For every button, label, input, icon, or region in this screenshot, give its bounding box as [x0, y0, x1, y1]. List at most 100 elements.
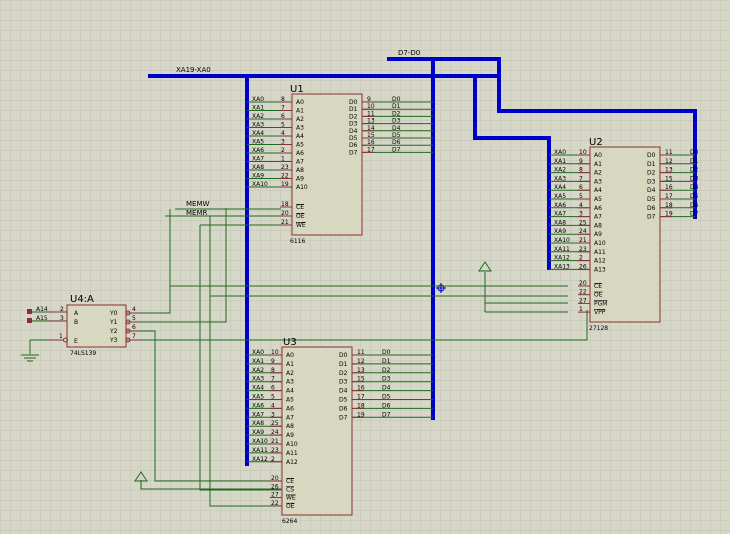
u1-addr-net-label: XA3	[252, 122, 264, 129]
u2-addr-pin-label: A1	[594, 161, 602, 168]
u1-body[interactable]	[291, 93, 363, 236]
u2-ref: U2	[589, 137, 603, 148]
u2-addr-pin-number: 6	[579, 184, 583, 191]
u1-data-pin-label: D5	[349, 135, 358, 142]
u3-data-pin-number: 13	[357, 367, 365, 374]
u1-data-net-label: D0	[392, 96, 401, 103]
u1-addr-pin-label: A6	[296, 150, 304, 157]
u1-addr-net-label: XA0	[252, 96, 264, 103]
u2-data-net-label: D3	[690, 175, 699, 182]
u3-addr-net-label: XA4	[252, 385, 264, 392]
u2-addr-pin-label: A11	[594, 249, 606, 256]
u2-body[interactable]	[589, 146, 661, 323]
u2-ctrl-pin-label: OE	[594, 292, 603, 299]
u3-addr-pin-number: 10	[271, 349, 279, 356]
u2-addr-net-label: XA0	[554, 149, 566, 156]
u2-data-pin-label: D6	[647, 205, 656, 212]
u2-part: 27128	[589, 325, 608, 332]
u1-ctrl-pin-label: CE	[296, 204, 304, 211]
u2-data-pin-number: 19	[665, 211, 673, 218]
u4-body[interactable]	[66, 304, 127, 348]
u4-in-net-0: A14	[36, 306, 48, 313]
u3-addr-pin-label: A6	[286, 405, 294, 412]
u1-addr-net-label: XA7	[252, 156, 264, 163]
u2-addr-pin-number: 10	[579, 149, 587, 156]
u3-addr-pin-number: 25	[271, 420, 279, 427]
u2-addr-net-label: XA3	[554, 175, 566, 182]
u3-body[interactable]	[281, 346, 353, 516]
u3-addr-pin-label: A2	[286, 370, 294, 377]
u2-addr-pin-number: 4	[579, 202, 583, 209]
u2-addr-pin-label: A12	[594, 258, 606, 265]
u4-out-label-2: Y2	[109, 328, 118, 335]
u3-addr-pin-label: A1	[286, 361, 294, 368]
u2-data-net-label: D5	[690, 193, 699, 200]
u1-ctrl-pin-number: 21	[281, 219, 289, 226]
u1-addr-pin-label: A7	[296, 159, 304, 166]
u2-addr-pin-label: A9	[594, 231, 602, 238]
u4-out-label-0: Y0	[109, 310, 118, 317]
u2-ctrl-pin-number: 27	[579, 297, 587, 304]
u4-out-pin-1: 5	[132, 315, 136, 322]
u1-addr-pin-number: 6	[281, 113, 285, 120]
u1-data-pin-number: 10	[367, 103, 375, 110]
u2-addr-net-label: XA2	[554, 167, 566, 174]
address-bus-label: XA19-XA0	[176, 66, 211, 74]
u3-data-pin-label: D6	[339, 405, 348, 412]
data-bus[interactable]	[387, 57, 697, 420]
u1-addr-pin-number: 8	[281, 96, 285, 103]
u4-en-pin: 1	[59, 333, 63, 340]
u4-in-label-0: A	[74, 310, 79, 317]
u4-part: 74LS139	[70, 350, 96, 357]
u3-data-pin-number: 17	[357, 394, 365, 401]
memw-label: MEMW	[186, 200, 210, 208]
u2-ctrl-pin-label: VPP	[594, 309, 606, 316]
u2-addr-pin-number: 7	[579, 175, 583, 182]
u3-data-pin-label: D7	[339, 414, 348, 421]
u1-data-pin-number: 17	[367, 146, 375, 153]
u2-addr-pin-number: 23	[579, 246, 587, 253]
u1-addr-pin-number: 2	[281, 147, 285, 154]
u4-ref: U4:A	[70, 294, 94, 305]
address-bus[interactable]	[148, 74, 551, 466]
u3-addr-net-label: XA5	[252, 394, 264, 401]
u3-addr-pin-label: A3	[286, 379, 294, 386]
u2-data-net-label: D4	[690, 184, 699, 191]
u2-data-net-label: D1	[690, 158, 699, 165]
u1-ctrl-pin-number: 18	[281, 201, 289, 208]
u3-addr-net-label: XA3	[252, 376, 264, 383]
u1-data-net-label: D6	[392, 139, 401, 146]
u3-data-pin-number: 11	[357, 349, 365, 356]
u1-addr-pin-number: 1	[281, 156, 285, 163]
data-bus-label: D7-D0	[398, 49, 420, 57]
u1-data-pin-label: D1	[349, 106, 358, 113]
u1-addr-net-label: XA5	[252, 139, 264, 146]
u1-addr-pin-label: A5	[296, 142, 304, 149]
u2-addr-pin-label: A0	[594, 152, 602, 159]
u3-data-net-label: D4	[382, 385, 391, 392]
ground-symbol	[21, 354, 39, 362]
u1-data-pin-number: 13	[367, 118, 375, 125]
u3-addr-pin-label: A9	[286, 432, 294, 439]
u2-addr-net-label: XA4	[554, 184, 566, 191]
y1-net	[140, 208, 227, 323]
u1-addr-net-label: XA8	[252, 164, 264, 171]
u3-ctrl-pin-label: WE	[286, 495, 296, 502]
u1-addr-net-label: XA6	[252, 147, 264, 154]
u1-we-wire	[199, 224, 281, 491]
u3-ref: U3	[283, 337, 297, 348]
u2-addr-pin-number: 9	[579, 158, 583, 165]
u3-addr-pin-label: A5	[286, 397, 294, 404]
u1-addr-pin-label: A0	[296, 99, 304, 106]
u1-data-pin-label: D6	[349, 142, 358, 149]
u3-data-pin-label: D0	[339, 352, 348, 359]
u2-addr-pin-label: A2	[594, 170, 602, 177]
u3-ctrl-pin-number: 20	[271, 475, 279, 482]
control-wiring	[29, 208, 588, 507]
u3-addr-net-label: XA9	[252, 429, 264, 436]
u1-addr-pin-number: 3	[281, 139, 285, 146]
u3-data-pin-number: 15	[357, 376, 365, 383]
u2-data-net-label: D6	[690, 202, 699, 209]
u4-out-pin-2: 6	[132, 324, 136, 331]
u3-ctrl-pin-number: 22	[271, 500, 279, 507]
